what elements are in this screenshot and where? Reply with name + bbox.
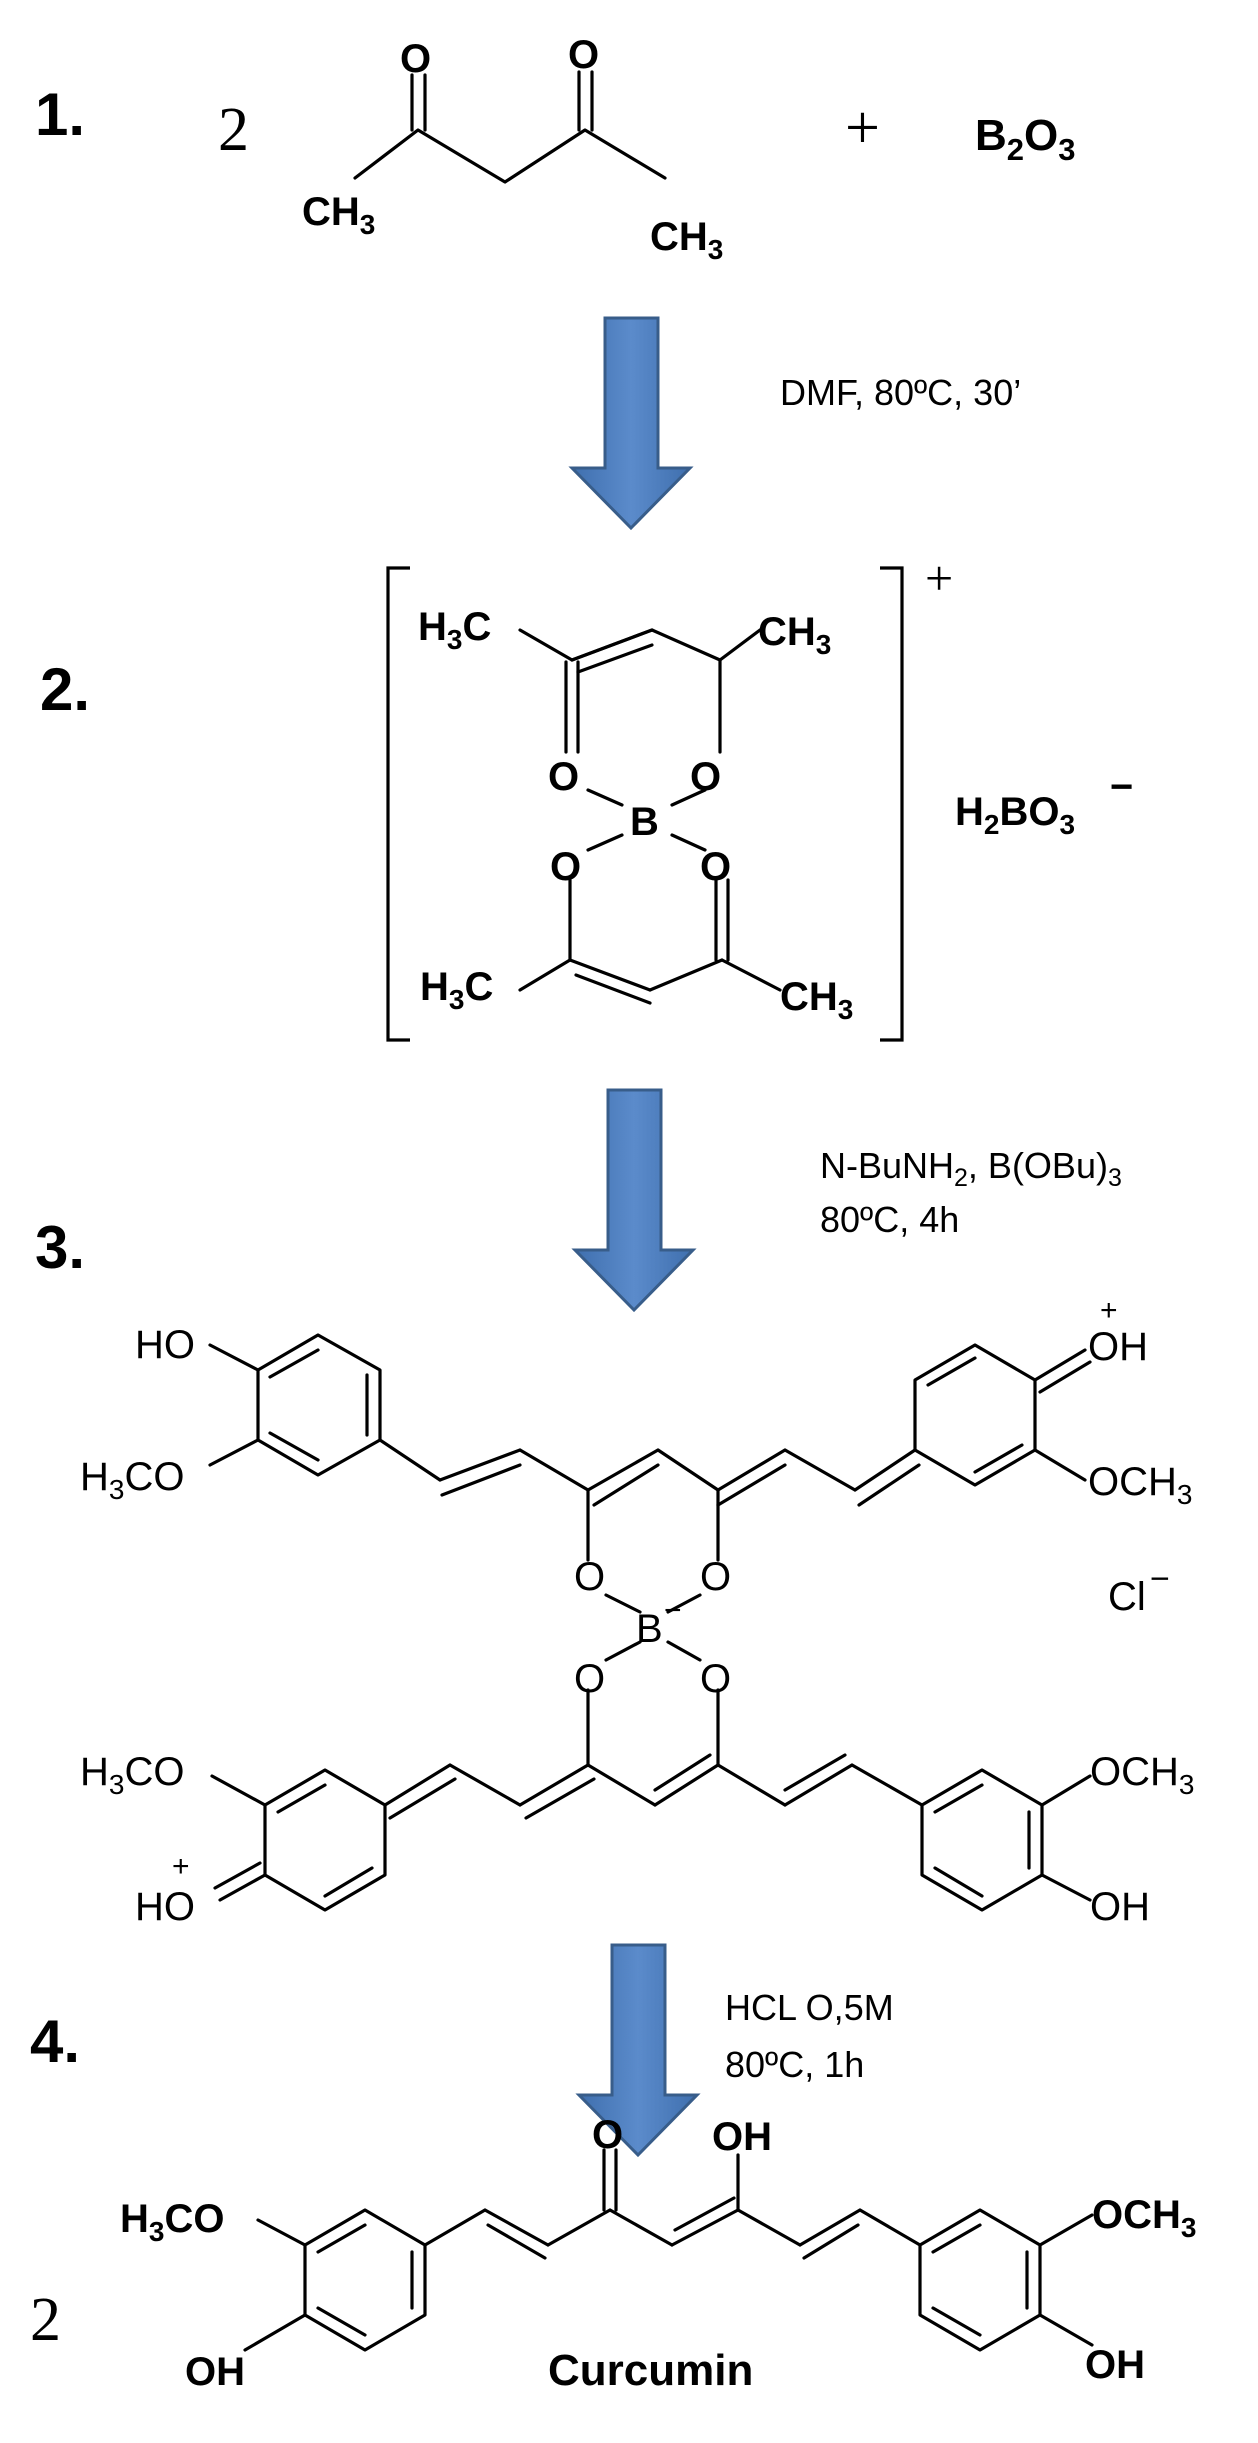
atom-b-minus: B bbox=[636, 1607, 663, 1651]
curcumin-molecule: O OH H3CO OH OCH3 OH bbox=[120, 2113, 1196, 2394]
group-oh-plus-top-right: OH bbox=[1088, 1325, 1148, 1369]
bracket-left bbox=[386, 566, 410, 1042]
counterion-cl: Cl bbox=[1108, 1575, 1146, 1619]
curcumin-och3: OCH3 bbox=[1092, 2193, 1196, 2243]
step-3: 3. bbox=[35, 1214, 1194, 1929]
group-ho-plus-bottom-left: HO bbox=[135, 1885, 195, 1929]
atom-o-2: O bbox=[690, 755, 721, 799]
group-h3co-top-left: H3CO bbox=[80, 1455, 184, 1505]
atom-o-left: O bbox=[400, 37, 431, 81]
curcumin-enol-oh: OH bbox=[712, 2115, 772, 2159]
h3c-bottom: H3C bbox=[420, 965, 493, 1015]
reaction-arrow-3: HCL O,5M 80ºC, 1h bbox=[575, 1943, 894, 2158]
atom-o-3: O bbox=[550, 845, 581, 889]
b-minus-sign: − bbox=[664, 1594, 682, 1627]
bracket-right bbox=[880, 566, 904, 1042]
reaction-arrow-1: DMF, 80ºC, 30’ bbox=[568, 316, 1021, 531]
arrow-shape-1 bbox=[568, 316, 694, 531]
curcumin-oh-right: OH bbox=[1085, 2343, 1145, 2387]
ch3-left: CH3 bbox=[302, 190, 375, 240]
boron-curcumin-complex: HO H3CO OH + OCH3 O O B − O O Cl − H3CO … bbox=[80, 1294, 1194, 1929]
step-number-3: 3. bbox=[35, 1214, 85, 1281]
atom-o-3d: O bbox=[700, 1657, 731, 1701]
h3c-top: H3C bbox=[418, 605, 491, 655]
atom-o-3a: O bbox=[574, 1555, 605, 1599]
step-1: 1. 2 O O CH3 CH3 + B2O3 bbox=[35, 33, 1076, 265]
reaction-arrow-2: N-BuNH2, B(OBu)3 80ºC, 4h bbox=[571, 1088, 1122, 1313]
step-4: 4. 2 bbox=[30, 2008, 1196, 2395]
atom-o-1: O bbox=[548, 755, 579, 799]
coefficient-1: 2 bbox=[218, 96, 249, 164]
step-number-1: 1. bbox=[35, 81, 85, 148]
complex-charge-plus: + bbox=[925, 550, 953, 606]
plus-sign-1: + bbox=[845, 94, 880, 162]
group-ho-top-left: HO bbox=[135, 1323, 195, 1367]
step-number-2: 2. bbox=[40, 656, 90, 723]
atom-o-right: O bbox=[568, 33, 599, 77]
step-2: 2. + H3C bbox=[40, 550, 1133, 1042]
product-name-curcumin: Curcumin bbox=[548, 2346, 753, 2395]
conditions-1-line-1: DMF, 80ºC, 30’ bbox=[780, 372, 1021, 413]
atom-o-3b: O bbox=[700, 1555, 731, 1599]
plus-bottom-left: + bbox=[172, 1850, 190, 1883]
curcumin-h3co: H3CO bbox=[120, 2197, 224, 2247]
group-och3-bottom-right: OCH3 bbox=[1090, 1750, 1194, 1800]
curcumin-oh-left: OH bbox=[185, 2350, 245, 2394]
ch3-top: CH3 bbox=[758, 610, 831, 660]
conditions-2-line-2: 80ºC, 4h bbox=[820, 1199, 959, 1240]
group-h3co-bottom-left: H3CO bbox=[80, 1750, 184, 1800]
arrow-shape-3 bbox=[575, 1943, 701, 2158]
conditions-2-line-1: N-BuNH2, B(OBu)3 bbox=[820, 1145, 1122, 1192]
plus-top-right: + bbox=[1100, 1294, 1118, 1327]
acac-backbone bbox=[353, 128, 667, 184]
cl-minus-sign: − bbox=[1150, 1560, 1170, 1598]
ch3-bottom: CH3 bbox=[780, 975, 853, 1025]
counterion-minus: − bbox=[1110, 765, 1133, 809]
arrow-shape-2 bbox=[571, 1088, 697, 1313]
group-och3-top-right: OCH3 bbox=[1088, 1460, 1192, 1510]
conditions-3-line-1: HCL O,5M bbox=[725, 1987, 894, 2028]
group-oh-bottom-right: OH bbox=[1090, 1885, 1150, 1929]
counterion-h2bo3: H2BO3 bbox=[955, 790, 1075, 840]
atom-o-4: O bbox=[700, 845, 731, 889]
boron-complex-molecule: H3C CH3 O O B O O H3C CH3 bbox=[418, 605, 853, 1025]
reagent-b2o3: B2O3 bbox=[975, 111, 1076, 167]
acetylacetone-molecule: O O CH3 CH3 bbox=[302, 33, 723, 265]
ch3-right: CH3 bbox=[650, 215, 723, 265]
step-number-4: 4. bbox=[30, 2008, 80, 2075]
coefficient-4: 2 bbox=[30, 2286, 61, 2354]
atom-b: B bbox=[630, 800, 659, 844]
conditions-3-line-2: 80ºC, 1h bbox=[725, 2044, 864, 2085]
curcumin-carbonyl-o: O bbox=[592, 2113, 623, 2157]
atom-o-3c: O bbox=[574, 1657, 605, 1701]
